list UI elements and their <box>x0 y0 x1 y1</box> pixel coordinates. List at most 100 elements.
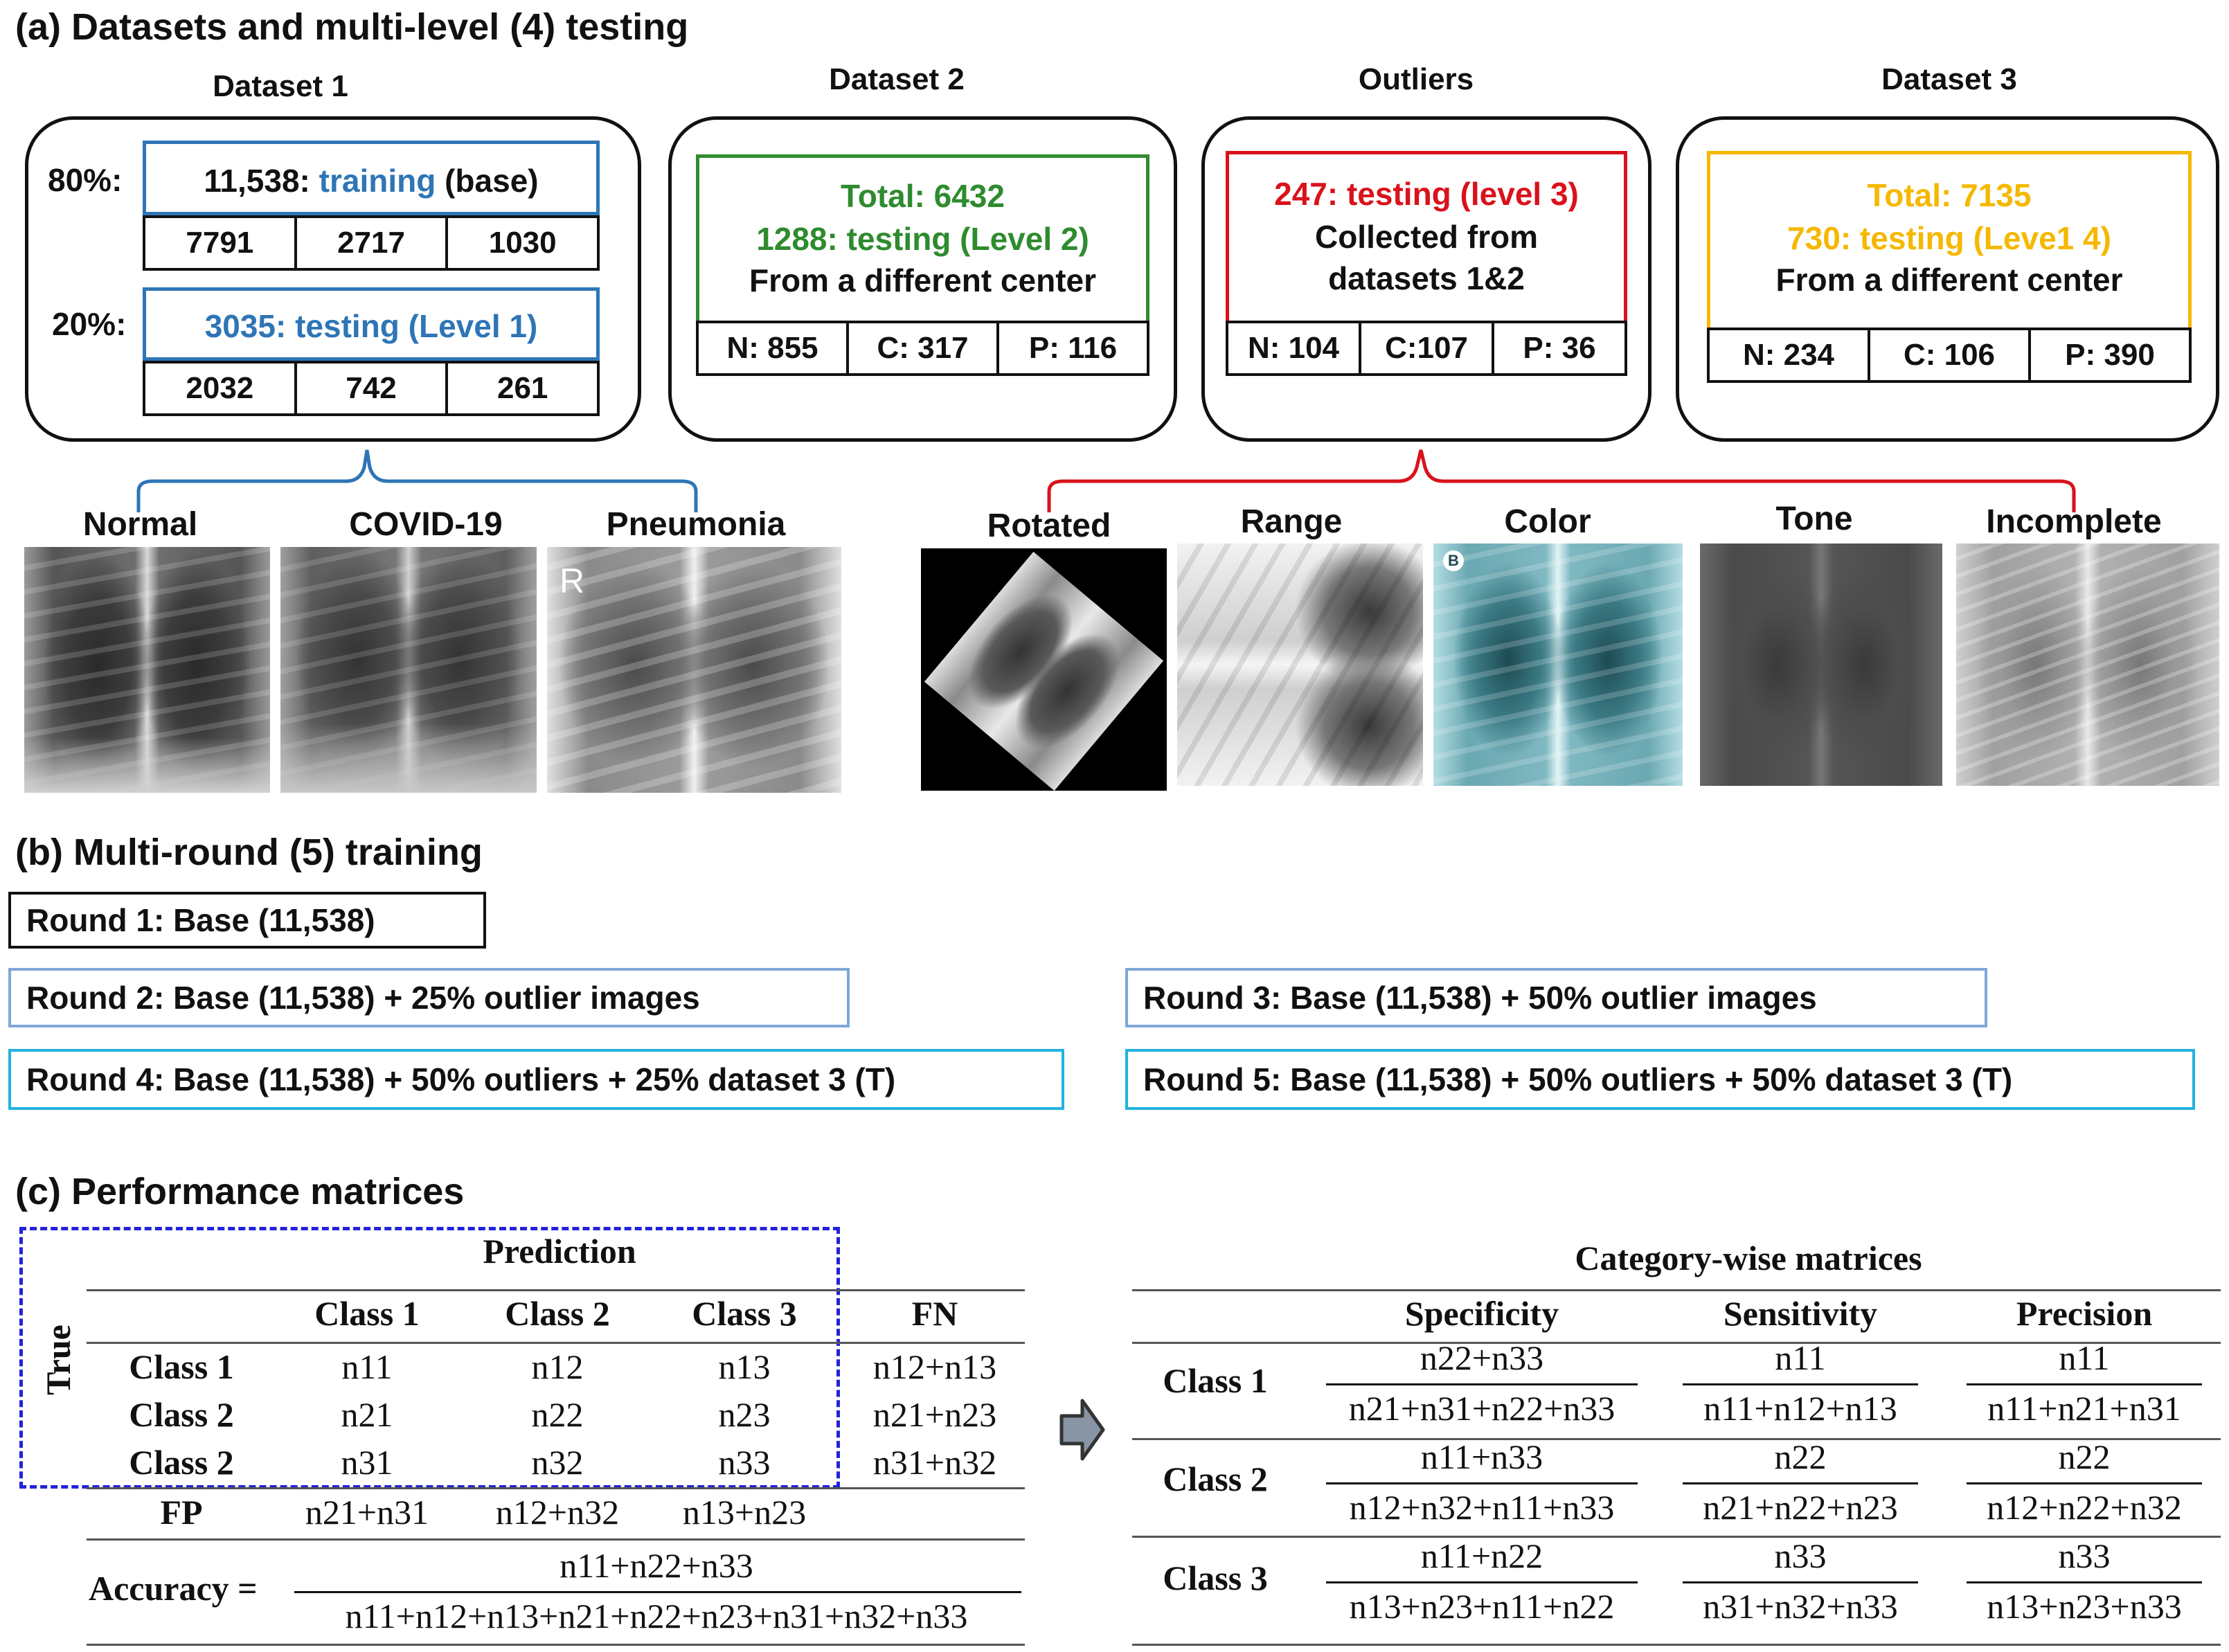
sens2-den: n21+n22+n23 <box>1703 1488 1898 1527</box>
dataset3-split-table: N: 234 C: 106 P: 390 <box>1707 327 2192 383</box>
train-box: 11,538: training (base) <box>143 141 600 215</box>
section-b-heading: (b) Multi-round (5) training <box>15 832 483 873</box>
cell-fn1: n12+n13 <box>872 1347 997 1386</box>
col-class3: Class 3 <box>692 1294 797 1333</box>
prec2-den: n12+n22+n32 <box>1987 1488 2182 1527</box>
dataset3-testing: 730: testing (Leve1 4) <box>1787 220 2111 256</box>
section-c-heading: (c) Performance matrices <box>15 1171 465 1212</box>
sens2-bar <box>1683 1482 1918 1484</box>
spec3-bar <box>1326 1581 1638 1583</box>
test-split-pneumonia: 261 <box>496 371 548 405</box>
spec1-num: n22+n33 <box>1420 1338 1544 1377</box>
category-rule-top <box>1132 1289 2221 1291</box>
dataset2-panel: Total: 6432 1288: testing (Level 2) From… <box>668 116 1177 442</box>
cat-row2-label: Class 2 <box>1163 1460 1268 1498</box>
category-rule-row2 <box>1132 1536 2221 1538</box>
xray-marker-b: B <box>1443 550 1464 571</box>
test-percent: 20%: <box>52 306 127 342</box>
dataset3-box: Total: 7135 730: testing (Leve1 4) From … <box>1707 151 2192 334</box>
dataset2-source: From a different center <box>749 262 1096 298</box>
accuracy-fraction-bar <box>294 1591 1021 1593</box>
xray-range <box>1177 544 1423 786</box>
dataset2-split-p: P: 116 <box>1028 331 1118 365</box>
prec2-num: n22 <box>2058 1437 2111 1476</box>
category-rule-bottom <box>1132 1644 2221 1646</box>
dataset3-total: Total: 7135 <box>1867 177 2032 213</box>
confusion-rule-fp <box>87 1487 1025 1489</box>
test-box: 3035: testing (Level 1) <box>143 287 600 361</box>
class-bracket <box>136 449 2076 512</box>
fp-class2: n12+n32 <box>495 1493 620 1532</box>
train-count: 11,538: <box>204 163 310 199</box>
train-split-covid: 2717 <box>297 218 449 268</box>
row1-label: Class 1 <box>129 1347 234 1386</box>
xray-tone <box>1700 544 1942 786</box>
xray-incomplete <box>1956 544 2219 786</box>
label-pneumonia: Pneumonia <box>606 506 786 543</box>
xray-rotated <box>921 548 1167 791</box>
dataset3-source: From a different center <box>1775 262 2123 298</box>
outliers-source-1: Collected from <box>1314 219 1539 255</box>
xray-marker-r: R <box>560 562 585 600</box>
dataset2-box: Total: 6432 1288: testing (Level 2) From… <box>696 154 1149 334</box>
sens1-den: n11+n12+n13 <box>1703 1389 1897 1428</box>
train-label: 11,538: training (base) <box>146 162 596 199</box>
outlier-bracket <box>1047 449 2076 512</box>
dataset2-testing: 1288: testing (Level 2) <box>756 221 1089 257</box>
label-range: Range <box>1240 503 1343 540</box>
train-split-pneumonia: 1030 <box>488 226 557 260</box>
confusion-dashed-box <box>19 1227 840 1489</box>
category-rule-header <box>1132 1342 2221 1344</box>
label-normal: Normal <box>82 506 198 543</box>
spec3-num: n11+n22 <box>1420 1536 1543 1575</box>
spec3-den: n13+n23+n11+n22 <box>1349 1587 1615 1626</box>
cell-n11: n11 <box>341 1347 393 1386</box>
accuracy-numerator: n11+n22+n33 <box>560 1546 753 1585</box>
true-label: True <box>39 1325 78 1395</box>
dataset3-split-c: C: 106 <box>1870 330 2031 380</box>
outliers-source-2: datasets 1&2 <box>1328 260 1525 296</box>
outliers-panel: 247: testing (level 3) Collected from da… <box>1201 116 1651 442</box>
accuracy-label-text: Accuracy = <box>89 1569 258 1608</box>
outliers-testing: 247: testing (level 3) <box>1274 176 1579 212</box>
col-specificity: Specificity <box>1404 1294 1559 1333</box>
dataset2-split-table: N: 855 C: 317 P: 116 <box>696 321 1149 376</box>
cell-n13: n13 <box>718 1347 771 1386</box>
train-split-table: 7791 2717 1030 <box>143 215 600 271</box>
label-color: Color <box>1504 503 1591 540</box>
round-2: Round 2: Base (11,538) + 25% outlier ima… <box>8 968 850 1027</box>
confusion-rule-header <box>87 1342 1025 1344</box>
sens1-num: n11 <box>1775 1338 1826 1377</box>
test-split-normal: 2032 <box>145 363 297 413</box>
spec1-den: n21+n31+n22+n33 <box>1348 1389 1615 1428</box>
round-4: Round 4: Base (11,538) + 50% outliers + … <box>8 1049 1064 1110</box>
spec1-bar <box>1326 1383 1638 1385</box>
cat-row3-label: Class 3 <box>1163 1559 1268 1597</box>
cell-n31: n31 <box>341 1443 393 1482</box>
sens3-den: n31+n32+n33 <box>1703 1587 1898 1626</box>
row2-label: Class 2 <box>129 1395 234 1434</box>
accuracy-denominator: n11+n12+n13+n21+n22+n23+n31+n32+n33 <box>345 1597 968 1635</box>
dataset2-split-n: N: 855 <box>699 323 849 373</box>
row3-label: Class 2 <box>129 1443 234 1482</box>
cell-n12: n12 <box>531 1347 584 1386</box>
dataset2-title: Dataset 2 <box>829 62 965 96</box>
dataset2-total: Total: 6432 <box>841 178 1005 214</box>
round-3: Round 3: Base (11,538) + 50% outlier ima… <box>1125 968 1987 1027</box>
train-percent: 80%: <box>48 162 123 198</box>
round-1: Round 1: Base (11,538) <box>8 892 486 949</box>
dataset2-split-c: C: 317 <box>849 323 999 373</box>
prec3-bar <box>1967 1581 2202 1583</box>
confusion-rule-accuracy <box>87 1538 1025 1541</box>
test-split-covid: 742 <box>297 363 449 413</box>
xray-covid <box>280 547 537 793</box>
prec1-den: n11+n21+n31 <box>1987 1389 2181 1428</box>
label-covid: COVID-19 <box>349 506 503 543</box>
train-suffix: (base) <box>445 163 539 199</box>
category-rule-row1 <box>1132 1438 2221 1440</box>
outliers-split-n: N: 104 <box>1228 323 1361 373</box>
label-tone: Tone <box>1775 501 1853 537</box>
round-5: Round 5: Base (11,538) + 50% outliers + … <box>1125 1049 2195 1110</box>
prec1-bar <box>1967 1383 2202 1385</box>
sens1-bar <box>1683 1383 1918 1385</box>
